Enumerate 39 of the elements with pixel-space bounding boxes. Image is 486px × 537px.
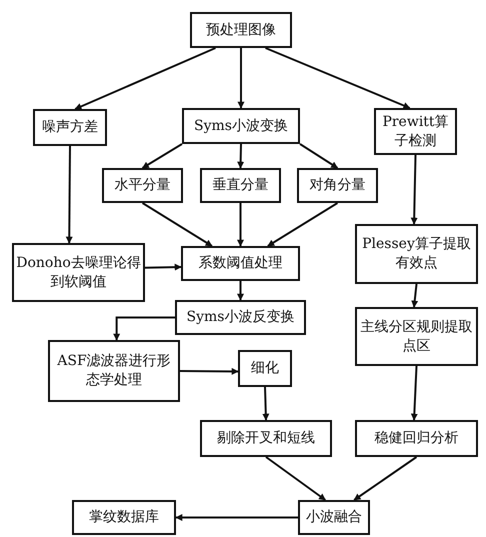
arrow <box>144 264 182 271</box>
process-box: 噪声方差 <box>33 109 107 146</box>
arrow <box>237 144 244 169</box>
arrow <box>299 143 338 169</box>
arrow <box>410 154 418 225</box>
arrow <box>142 143 183 169</box>
process-box: 剔除开叉和短线 <box>200 420 332 457</box>
arrow <box>265 456 326 501</box>
arrow <box>237 281 244 301</box>
arrow <box>74 47 216 110</box>
arrow <box>265 47 410 109</box>
arrow <box>175 514 298 521</box>
arrow <box>411 284 418 308</box>
arrow <box>142 202 213 247</box>
process-box: Prewitt算子检测 <box>374 108 457 155</box>
process-box: Syms小波变换 <box>182 108 300 144</box>
process-box: 预处理图像 <box>190 12 292 48</box>
process-box: 垂直分量 <box>200 168 281 203</box>
arrow <box>238 48 244 109</box>
arrow <box>113 316 175 341</box>
process-box: 细化 <box>238 350 292 387</box>
process-box: 掌纹数据库 <box>72 500 176 535</box>
process-box: ASF滤波器进行形态学处理 <box>48 340 180 402</box>
arrow <box>180 368 239 375</box>
process-box: 小波融合 <box>298 500 370 535</box>
arrow <box>66 146 73 244</box>
process-box: 水平分量 <box>102 168 183 203</box>
process-box: 稳健回归分析 <box>355 420 478 457</box>
arrow <box>237 203 244 247</box>
process-box: 系数阈值处理 <box>181 246 300 281</box>
process-box: Syms小波反变换 <box>175 300 306 335</box>
arrow <box>262 386 270 421</box>
process-box: Donoho去噪理论得到软阈值 <box>12 243 145 302</box>
arrow <box>267 202 338 247</box>
process-box: Plessey算子提取有效点 <box>355 224 478 284</box>
arrow <box>410 366 418 421</box>
process-box: 对角分量 <box>297 168 378 203</box>
arrow <box>354 456 418 501</box>
process-box: 主线分区规则提取点区 <box>355 307 478 366</box>
